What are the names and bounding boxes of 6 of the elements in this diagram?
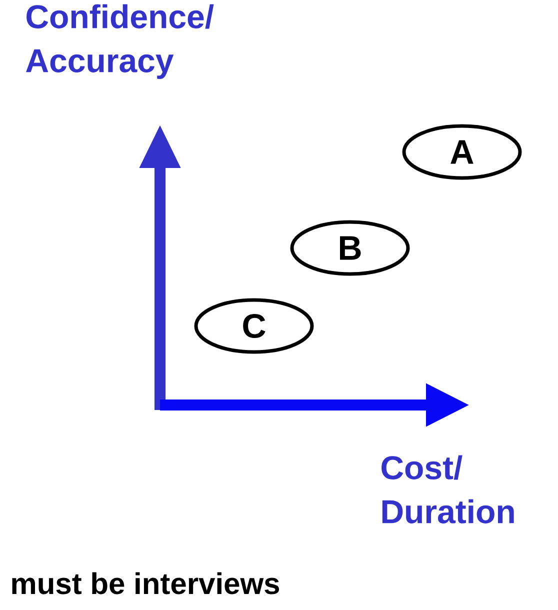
ellipse-node: C <box>194 298 314 354</box>
note-text: must be interviews <box>12 572 280 594</box>
axis-label: Confidence/ Accuracy <box>26 4 214 79</box>
ellipse-node: B <box>290 220 410 276</box>
ellipse-node: A <box>402 124 522 180</box>
axis-label: Cost/ Duration <box>382 455 514 524</box>
